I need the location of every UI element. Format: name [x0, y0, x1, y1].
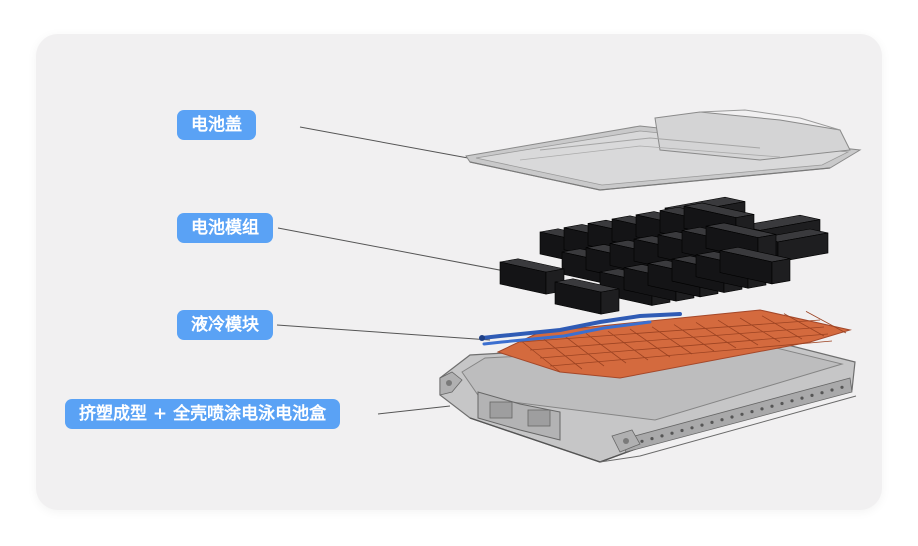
- cooling-grid-line: [651, 326, 693, 355]
- cooling-grid-line: [739, 317, 781, 343]
- diagram-card: 电池盖 电池模组 液冷模块 挤塑成型 + 全壳喷涂电泳电池盒: [36, 34, 882, 510]
- module-block: [554, 278, 620, 315]
- rail-hole: [740, 412, 744, 416]
- rail-hole: [770, 404, 774, 408]
- battery-modules: [499, 196, 829, 315]
- rail-hole: [700, 423, 704, 427]
- label-battery-cover: 电池盖: [177, 110, 256, 140]
- battery-cover: [465, 109, 862, 191]
- cooling-grid-line: [673, 324, 715, 352]
- label-battery-box: 挤塑成型 + 全壳喷涂电泳电池盒: [65, 399, 341, 429]
- leader-line-box: [377, 405, 451, 415]
- rail-hole: [650, 437, 654, 441]
- rail-hole: [710, 420, 714, 424]
- cooling-grid-line: [563, 335, 605, 367]
- module-block: [499, 258, 565, 295]
- rail-hole: [810, 393, 814, 397]
- cooling-pipe: [479, 312, 682, 346]
- rail-hole: [760, 407, 764, 411]
- rail-hole: [800, 396, 804, 400]
- cooling-grid-line: [519, 319, 821, 343]
- rail-hole: [670, 431, 674, 435]
- cooling-plate: [496, 309, 852, 379]
- rail-hole: [840, 385, 844, 389]
- cooling-grid-line: [539, 333, 829, 359]
- module-block: [719, 246, 791, 285]
- cooling-grid-line: [761, 315, 803, 340]
- cooling-grid-line: [805, 311, 847, 334]
- rail-hole: [720, 418, 724, 422]
- rail-hole: [780, 401, 784, 406]
- leader-line-cover: [299, 126, 469, 159]
- label-cooling-module: 液冷模块: [177, 310, 273, 340]
- battery-pack-exploded-view: [276, 109, 862, 463]
- rail-hole: [690, 426, 694, 430]
- rail-hole: [680, 428, 684, 433]
- rail-hole: [640, 439, 644, 443]
- cooling-grid-line: [783, 313, 825, 337]
- rail-hole: [790, 399, 794, 403]
- label-battery-module: 电池模组: [177, 213, 273, 243]
- rail-hole: [830, 388, 834, 392]
- rail-hole: [750, 410, 754, 414]
- cooling-grid-line: [717, 319, 759, 346]
- rail-hole: [660, 434, 664, 438]
- cooling-grid-line: [529, 326, 825, 351]
- cooling-grid-line: [585, 333, 627, 364]
- leader-line-cooling: [276, 324, 491, 341]
- cooling-grid-line: [607, 330, 649, 361]
- rail-hole: [820, 391, 824, 395]
- leader-line-module: [277, 227, 511, 273]
- rail-hole: [730, 415, 734, 419]
- cooling-grid-line: [519, 339, 561, 373]
- cooling-grid-line: [549, 340, 833, 367]
